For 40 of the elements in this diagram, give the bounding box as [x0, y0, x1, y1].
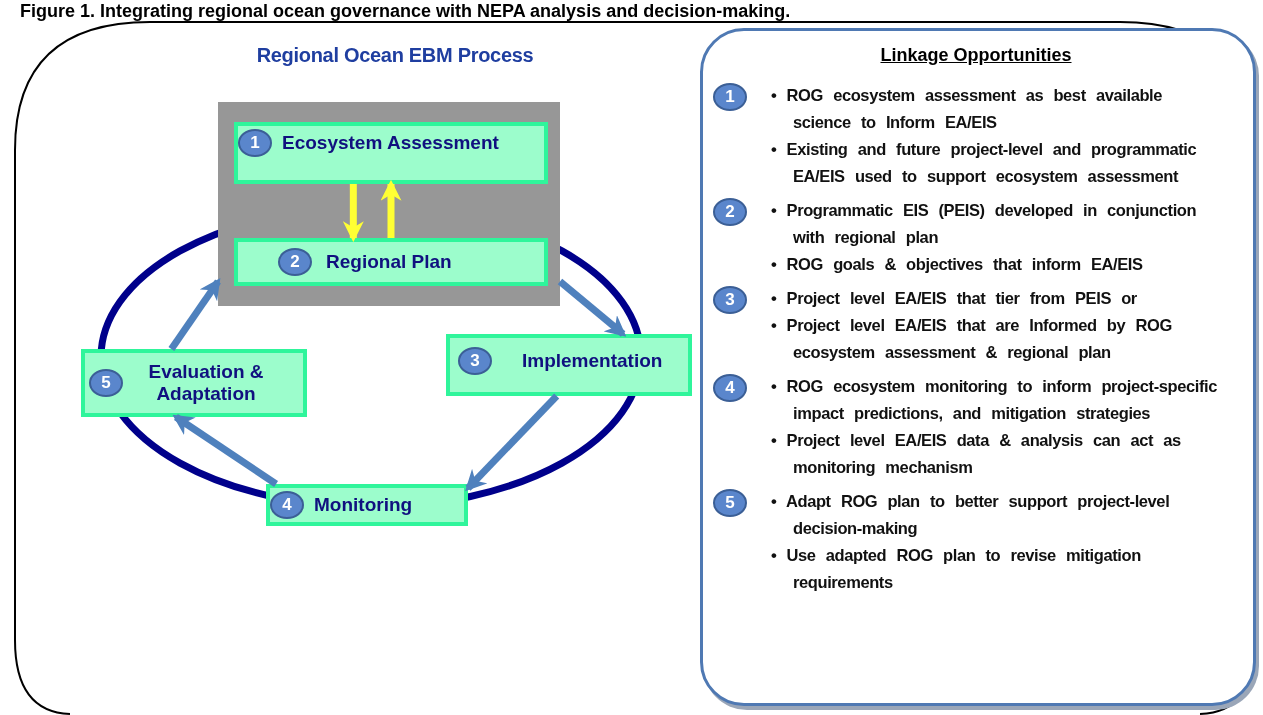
bullet-text: • Project level EA/EIS that are Informed by ROG ecosystem assessment & regional plan	[771, 315, 1173, 363]
process-box	[446, 334, 692, 396]
process-box	[234, 122, 548, 184]
step-number: 5	[89, 369, 123, 397]
step-number: 1	[713, 83, 747, 111]
figure-title: Figure 1. Integrating regional ocean governance with NEPA analysis and decision-making.	[20, 1, 791, 22]
bullet-text: • Programmatic EIS (PEIS) developed in conjunction with regional plan	[771, 200, 1198, 248]
panel-heading: Linkage Opportunities	[880, 45, 1072, 66]
step-label: Ecosystem Assessment	[282, 132, 499, 154]
bullet-text: • Adapt ROG plan to better support project-level decision-making	[771, 491, 1171, 539]
process-box	[234, 238, 548, 286]
step-number: 3	[458, 347, 492, 375]
process-box	[81, 349, 307, 417]
arrow	[172, 414, 279, 487]
step-number: 3	[713, 286, 747, 314]
bullet-text: • ROG ecosystem assessment as best available science to Inform EA/EIS	[771, 85, 1164, 133]
step-label: Evaluation & Adaptation	[147, 361, 265, 405]
step-number: 1	[238, 129, 272, 157]
arrow	[168, 278, 221, 351]
step-number: 4	[270, 491, 304, 519]
arrow	[557, 278, 627, 337]
step-label: Monitoring	[314, 494, 413, 516]
section-heading: Regional Ocean EBM Process	[255, 44, 535, 67]
step-number: 5	[713, 489, 747, 517]
step-number: 4	[713, 374, 747, 402]
bullet-text: • ROG ecosystem monitoring to inform project-specific impact predictions, and mitigation strategies	[771, 376, 1218, 424]
step-number: 2	[278, 248, 312, 276]
step-number: 2	[713, 198, 747, 226]
step-label: Implementation	[522, 350, 663, 372]
process-box	[266, 484, 468, 526]
arrow	[465, 393, 560, 492]
bullet-text: • Use adapted ROG plan to revise mitigation requirements	[771, 545, 1142, 593]
arrow	[380, 179, 402, 238]
bullet-text: • Project level EA/EIS data & analysis can act as monitoring mechanism	[771, 430, 1182, 478]
step-label: Regional Plan	[326, 251, 452, 273]
bullet-text: • Project level EA/EIS that tier from PEIS or	[771, 288, 1138, 309]
arrow	[342, 184, 364, 243]
bullet-text: • Existing and future project-level and programmatic EA/EIS used to support ecosystem assessment	[771, 139, 1198, 187]
bullet-text: • ROG goals & objectives that inform EA/EIS	[771, 254, 1144, 275]
container-box	[218, 102, 560, 306]
